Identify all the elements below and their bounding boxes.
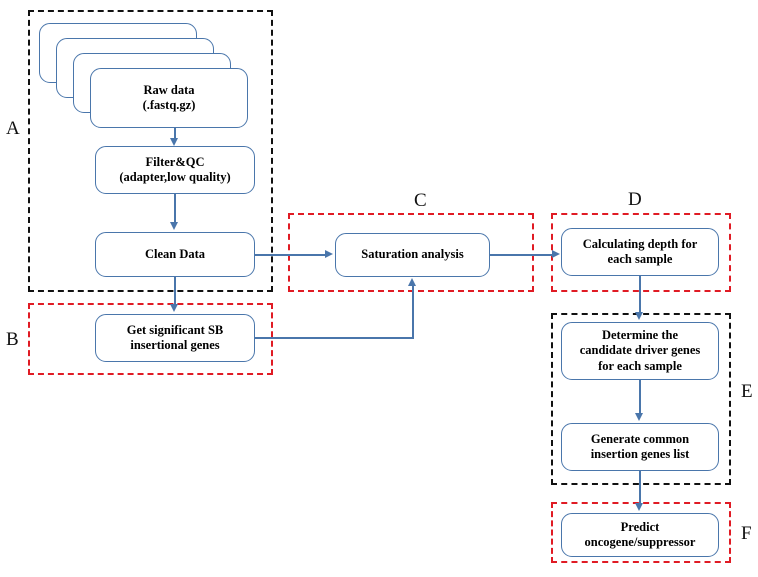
- edge-cleandata-to-saturation-arrowhead: [325, 250, 333, 258]
- node-driver-genes-label: Determine the candidate driver genes for…: [579, 328, 701, 373]
- group-label-a: A: [6, 118, 20, 139]
- edge-filterqc-to-cleandata-arrowhead: [170, 222, 178, 230]
- edge-depth-to-drivergenes-arrowhead: [635, 312, 643, 320]
- edge-drivergenes-to-cislist: [639, 380, 641, 415]
- edge-rawdata-to-filterqc: [174, 128, 176, 140]
- edge-saturation-to-depth: [490, 254, 554, 256]
- node-driver-genes[interactable]: Determine the candidate driver genes for…: [561, 322, 719, 380]
- edge-significantsb-to-saturation-vertical: [412, 286, 414, 338]
- node-calculating-depth[interactable]: Calculating depth for each sample: [561, 228, 719, 276]
- group-label-b: B: [6, 329, 19, 350]
- node-raw-data[interactable]: Raw data (.fastq.gz): [90, 68, 248, 128]
- group-label-c: C: [414, 190, 427, 211]
- node-clean-data-label: Clean Data: [144, 246, 206, 261]
- edge-cleandata-to-saturation: [255, 254, 327, 256]
- group-label-e: E: [741, 381, 753, 402]
- node-cis-list[interactable]: Generate common insertion genes list: [561, 423, 719, 471]
- edge-cleandata-to-significantsb-arrowhead: [170, 304, 178, 312]
- node-filter-qc-label: Filter&QC (adapter,low quality): [119, 154, 231, 184]
- edge-cislist-to-predict-arrowhead: [635, 503, 643, 511]
- node-predict-oncogene[interactable]: Predict oncogene/suppressor: [561, 513, 719, 557]
- edge-significantsb-to-saturation-arrowhead: [408, 278, 416, 286]
- edge-filterqc-to-cleandata: [174, 194, 176, 224]
- node-saturation-analysis-label: Saturation analysis: [361, 247, 464, 262]
- node-clean-data[interactable]: Clean Data: [95, 232, 255, 277]
- node-significant-sb[interactable]: Get significant SB insertional genes: [95, 314, 255, 362]
- node-predict-oncogene-label: Predict oncogene/suppressor: [584, 519, 696, 549]
- edge-cleandata-to-significantsb: [174, 277, 176, 306]
- edge-saturation-to-depth-arrowhead: [552, 250, 560, 258]
- edge-cislist-to-predict: [639, 471, 641, 505]
- node-significant-sb-label: Get significant SB insertional genes: [126, 322, 224, 352]
- edge-significantsb-to-saturation-horizontal: [255, 337, 414, 339]
- edge-drivergenes-to-cislist-arrowhead: [635, 413, 643, 421]
- group-label-f: F: [741, 523, 752, 544]
- node-saturation-analysis[interactable]: Saturation analysis: [335, 233, 490, 277]
- edge-depth-to-drivergenes: [639, 276, 641, 314]
- node-filter-qc[interactable]: Filter&QC (adapter,low quality): [95, 146, 255, 194]
- node-raw-data-label: Raw data (.fastq.gz): [142, 82, 196, 112]
- edge-rawdata-to-filterqc-arrowhead: [170, 138, 178, 146]
- node-calculating-depth-label: Calculating depth for each sample: [582, 236, 698, 266]
- group-label-d: D: [628, 189, 642, 210]
- node-cis-list-label: Generate common insertion genes list: [590, 431, 690, 461]
